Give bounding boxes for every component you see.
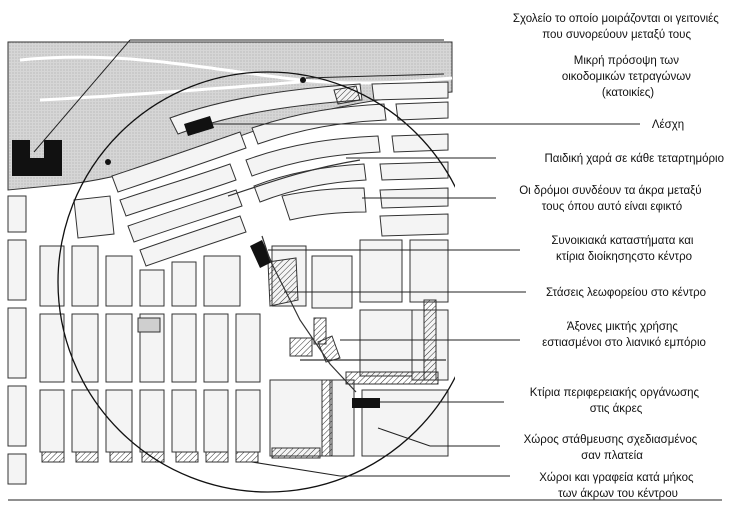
- black-buildings: [184, 116, 380, 408]
- label-school-line1: Σχολείο το οποίο μοιράζονται οι γειτονιέ…: [513, 13, 719, 25]
- label-bus-line1: Στάσεις λεωφορείου στο κέντρο: [546, 287, 706, 299]
- site-plan-map: [7, 41, 455, 493]
- label-offices: Χώροι και γραφεία κατά μήκος των άκρων τ…: [539, 472, 697, 500]
- label-regional: Κτίρια περιφερειακής οργάνωσης στις άκρε…: [530, 387, 703, 415]
- label-offices-line2: των άκρων του κέντρου: [558, 488, 678, 500]
- label-mixed-line2: εστιασμένοι στο λιανικό εμπόριο: [542, 337, 706, 349]
- label-frontage-line1: Μικρή πρόσοψη των: [574, 55, 680, 67]
- label-club: Λέσχη: [652, 119, 684, 131]
- regional-building: [352, 398, 380, 408]
- label-streets: Οι δρόμοι συνδέουν τα άκρα μεταξύ τους ό…: [519, 185, 705, 213]
- label-playground-line1: Παιδική χαρά σε κάθε τεταρτημόριο: [545, 153, 725, 165]
- label-streets-line2: τους όπου αυτό είναι εφικτό: [542, 201, 682, 213]
- neighborhood-shops-building: [250, 240, 272, 268]
- label-frontage-line3: (κατοικίες): [602, 87, 654, 99]
- park-path: [19, 55, 453, 85]
- club-building: [184, 116, 214, 136]
- label-frontage-line2: οικοδομικών τετραγώνων: [562, 71, 691, 83]
- grid-blocks: [39, 239, 449, 457]
- annotation-labels: Σχολείο το οποίο μοιράζονται οι γειτονιέ…: [513, 13, 724, 500]
- label-playground: Παιδική χαρά σε κάθε τεταρτημόριο: [545, 153, 725, 165]
- label-frontage: Μικρή πρόσοψη των οικοδομικών τετραγώνων…: [562, 55, 694, 99]
- label-shops: Συνοικιακά καταστήματα και κτίρια διοίκη…: [551, 235, 696, 263]
- label-club-line1: Λέσχη: [652, 119, 684, 131]
- label-offices-line1: Χώροι και γραφεία κατά μήκος: [539, 472, 694, 484]
- park-node: [300, 77, 306, 83]
- label-parking: Χώρος στάθμευσης σχεδιασμένος σαν πλατεί…: [524, 434, 701, 462]
- park-path: [39, 80, 301, 102]
- label-parking-line1: Χώρος στάθμευσης σχεδιασμένος: [524, 434, 698, 446]
- label-regional-line2: στις άκρες: [590, 403, 643, 415]
- main-streets: [227, 159, 446, 393]
- leader-lines: [8, 39, 722, 501]
- label-streets-line1: Οι δρόμοι συνδέουν τα άκρα μεταξύ: [519, 185, 701, 197]
- label-school-line2: που συνορεύουν μεταξύ τους: [542, 29, 691, 41]
- label-regional-line1: Κτίρια περιφερειακής οργάνωσης: [530, 387, 700, 399]
- park-node: [105, 159, 111, 165]
- label-bus: Στάσεις λεωφορείου στο κέντρο: [546, 287, 706, 299]
- school-building: [12, 140, 62, 176]
- walking-radius-circle: [57, 71, 455, 493]
- label-school: Σχολείο το οποίο μοιράζονται οι γειτονιέ…: [513, 13, 722, 41]
- west-edge-blocks: [7, 195, 27, 485]
- label-shops-line1: Συνοικιακά καταστήματα και: [551, 235, 694, 247]
- label-mixed-line1: Άξονες μικτής χρήσης: [567, 321, 679, 333]
- label-mixed: Άξονες μικτής χρήσης εστιασμένοι στο λια…: [542, 321, 706, 349]
- label-shops-line2: κτίρια διοίκησηςστο κέντρο: [556, 251, 692, 263]
- label-parking-line2: σαν πλατεία: [581, 450, 643, 462]
